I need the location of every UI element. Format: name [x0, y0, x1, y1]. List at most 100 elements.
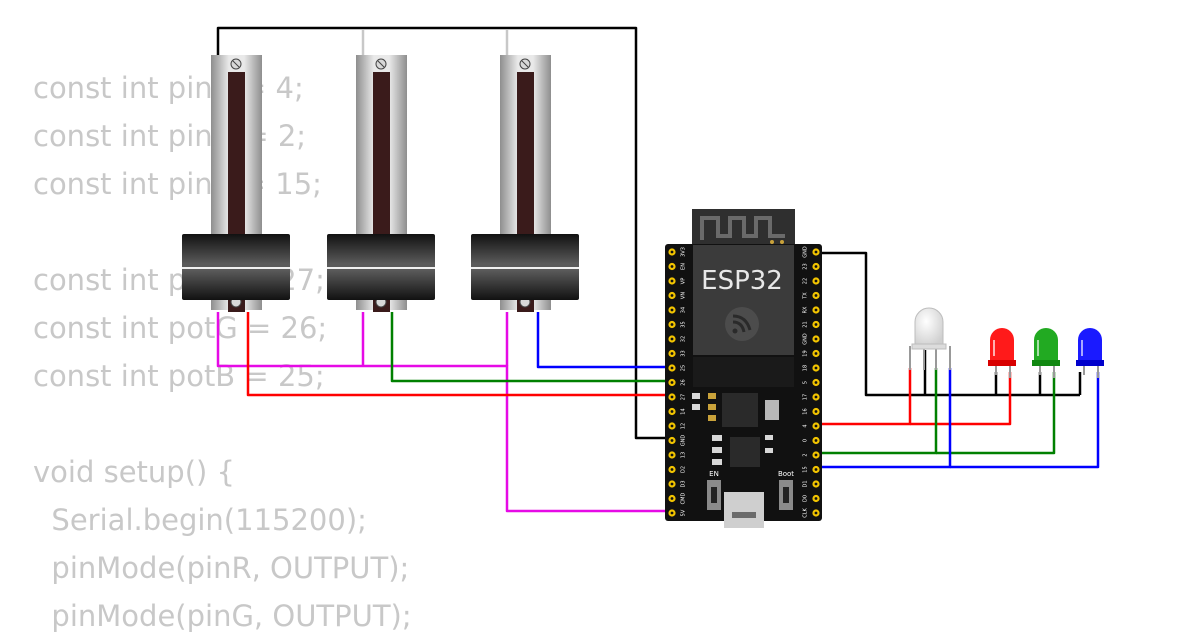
pin-hole — [670, 279, 674, 283]
pin-hole — [670, 352, 674, 355]
wire-pot-red[interactable] — [246, 312, 672, 397]
pin-label: GND — [681, 435, 687, 447]
pin-label: VN — [681, 292, 687, 299]
wire-ground-sliders[interactable] — [216, 26, 672, 440]
pin-hole — [670, 308, 674, 312]
rgb-led[interactable] — [909, 307, 951, 370]
pin-label: 5 — [803, 381, 809, 384]
pin-label: RX — [803, 306, 809, 313]
pin-label: 35 — [681, 321, 687, 327]
wire-led-red-b[interactable] — [910, 372, 1012, 426]
slider-pot-red[interactable] — [182, 55, 290, 312]
pin-label: GND — [803, 246, 809, 258]
pin-label: D3 — [681, 480, 687, 487]
pin-hole — [814, 482, 818, 486]
pin-hole — [670, 410, 674, 413]
blue-led[interactable] — [1076, 328, 1104, 378]
pin-label: 18 — [803, 365, 809, 371]
wire-pot-blue[interactable] — [536, 312, 672, 369]
pin-label: D1 — [803, 480, 809, 487]
pin-hole — [670, 323, 674, 326]
pin-hole — [814, 323, 818, 326]
pin-label: 2 — [803, 453, 809, 456]
pin-hole — [670, 337, 674, 341]
pin-hole — [814, 439, 818, 442]
pin-hole — [814, 308, 818, 312]
code-line: pinMode(pinR, OUTPUT); — [33, 551, 410, 585]
pin-hole — [670, 453, 674, 457]
wires — [216, 26, 1100, 513]
pin-label: 19 — [803, 350, 809, 356]
pin-hole — [814, 337, 818, 341]
pin-hole — [670, 265, 674, 268]
pin-label: VP — [681, 278, 687, 284]
wire-led-green[interactable] — [818, 368, 938, 455]
code-line: const int potG = 26; — [33, 311, 328, 345]
pin-hole — [670, 468, 674, 471]
wire-led-green-b[interactable] — [936, 372, 1056, 455]
pin-label: 17 — [803, 394, 809, 400]
pin-label: D0 — [803, 495, 809, 502]
boot-label: Boot — [778, 470, 794, 478]
pin-label: TX — [803, 292, 809, 300]
pin-label: 0 — [803, 439, 809, 442]
pin-hole — [814, 511, 818, 515]
wire-led-blue-b[interactable] — [950, 372, 1100, 469]
pin-hole — [670, 250, 674, 254]
code-line: Serial.begin(115200); — [33, 503, 367, 537]
pin-label: 33 — [681, 350, 687, 356]
antenna-trace — [700, 216, 785, 240]
pin-hole — [814, 250, 818, 254]
pin-label: 4 — [803, 424, 809, 427]
pin-label: 16 — [803, 408, 809, 414]
pin-label: 3V3 — [681, 247, 687, 257]
code-line: void setup() { — [33, 455, 235, 489]
code-line: pinMode(pinG, OUTPUT); — [33, 599, 412, 633]
micro-usb-port[interactable] — [724, 492, 764, 528]
pin-hole — [814, 294, 818, 297]
slider-pot-blue[interactable] — [471, 55, 579, 312]
pin-label: 27 — [681, 394, 687, 400]
pin-hole — [814, 366, 818, 370]
pin-hole — [670, 482, 674, 486]
espressif-logo-icon — [725, 307, 759, 341]
pin-hole — [670, 424, 674, 428]
pin-label: 22 — [803, 278, 809, 284]
pin-label: 23 — [803, 263, 809, 269]
pin-hole — [670, 395, 674, 399]
pin-hole — [670, 497, 674, 500]
pin-label: 34 — [681, 307, 687, 313]
pin-label: 15 — [803, 466, 809, 472]
pin-label: CLK — [803, 508, 809, 518]
wire-pot-green[interactable] — [390, 312, 672, 383]
pin-hole — [814, 352, 818, 355]
esp32-board[interactable]: ESP32 EN — [665, 209, 822, 528]
pin-hole — [670, 381, 674, 384]
pin-hole — [670, 511, 674, 515]
board-label: ESP32 — [701, 266, 783, 296]
pin-label: EN — [681, 263, 687, 270]
pin-hole — [814, 497, 818, 500]
pin-hole — [814, 381, 818, 384]
pin-hole — [814, 410, 818, 413]
pin-label: 21 — [803, 321, 809, 327]
pin-hole — [670, 366, 674, 370]
pin-label: 25 — [681, 365, 687, 371]
pin-hole — [814, 279, 818, 283]
green-led[interactable] — [1032, 328, 1060, 378]
pin-hole — [814, 265, 818, 268]
wire-ground-leds[interactable] — [818, 251, 1080, 397]
wire-power-5v[interactable] — [216, 312, 672, 513]
pin-hole — [814, 453, 818, 457]
usb-uart-chip — [730, 437, 760, 467]
pin-label: GND — [803, 333, 809, 345]
pin-label: 26 — [681, 379, 687, 385]
pin-label: 14 — [681, 408, 687, 414]
en-label: EN — [709, 470, 719, 478]
slider-pot-green[interactable] — [327, 55, 435, 312]
pin-label: D2 — [681, 466, 687, 473]
pin-label: 13 — [681, 452, 687, 458]
red-led[interactable] — [988, 328, 1016, 378]
